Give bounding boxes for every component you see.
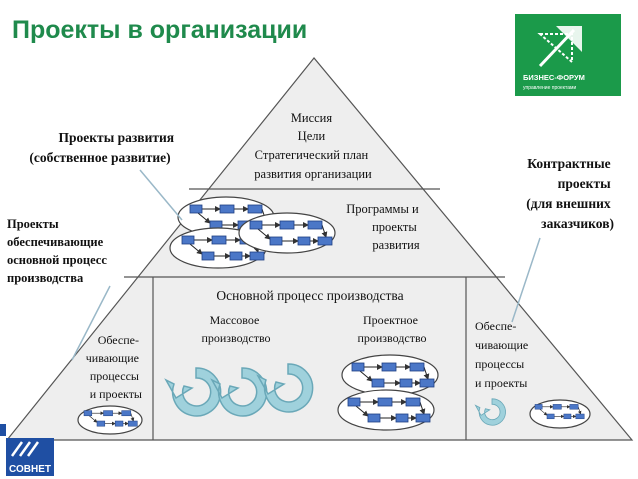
mass-production-line-1: Массовое: [210, 313, 260, 327]
project-network: [341, 354, 439, 396]
right-support-line-2: чивающие: [475, 338, 528, 352]
sovnet-logo: СОВНЕТ: [0, 424, 54, 476]
svg-text:Проектное производство: Проектное производство: [357, 313, 426, 345]
label-development-line-1: Проекты развития: [59, 130, 175, 145]
logo-text: БИЗНЕС-ФОРУМ: [523, 73, 585, 82]
svg-text:Проекты обеспечивающие: Проекты обеспечивающие основной процесс …: [7, 217, 110, 285]
project-network: [238, 212, 336, 254]
pointer-line: [139, 169, 183, 221]
label-contract-line-1: Контрактные: [527, 156, 610, 171]
tier-top-line-3: Стратегический план: [255, 148, 369, 162]
main-process-title: Основной процесс производства: [216, 288, 403, 303]
tier-middle-line-2: проекты: [372, 220, 417, 234]
left-support-line-2: чивающие: [86, 351, 139, 365]
label-support-line-2: обеспечивающие: [7, 235, 104, 249]
label-support-line-4: производства: [7, 271, 84, 285]
project-network: [77, 405, 143, 435]
label-support-line-3: основной процесс: [7, 253, 107, 267]
page-title: Проекты в организации: [12, 16, 307, 44]
development-projects-group: [169, 196, 336, 269]
label-development-line-2: (собственное развитие): [29, 150, 170, 165]
tier-top-line-4: развития организации: [254, 167, 372, 181]
right-support-line-3: процессы: [475, 357, 524, 371]
svg-text:Контрактные проекты (д: Контрактные проекты (для внешних заказчи…: [526, 156, 614, 231]
tier-top-line-2: Цели: [298, 129, 326, 143]
project-network: [337, 389, 435, 431]
left-support-line-1: Обеспе-: [98, 333, 139, 347]
pyramid: [5, 57, 634, 441]
project-network: [529, 399, 591, 429]
svg-text:Программы и проекты ра: Программы и проекты развития: [346, 202, 422, 252]
svg-text:Обеспе- чивающие проце: Обеспе- чивающие процессы и проекты: [475, 319, 531, 390]
left-support-line-3: процессы: [90, 369, 139, 383]
right-support-line-4: и проекты: [475, 376, 527, 390]
tier-top-line-1: Миссия: [291, 111, 333, 125]
mass-production-line-2: производство: [201, 331, 270, 345]
pointer-line: [71, 285, 111, 361]
svg-text:Миссия Цели Стратегиче: Миссия Цели Стратегический план развития…: [254, 111, 372, 181]
sovnet-text: СОВНЕТ: [9, 464, 51, 475]
sovnet-stripes-icon: [10, 441, 40, 457]
label-support-line-1: Проекты: [7, 217, 59, 231]
business-forum-logo: БИЗНЕС-ФОРУМ управление проектами: [515, 14, 621, 96]
project-production-line-1: Проектное: [363, 313, 418, 327]
svg-text:Массовое производство: Массовое производство: [201, 313, 270, 345]
label-contract-line-2: проекты: [558, 176, 611, 191]
svg-text:Обеспе- чивающие проце: Обеспе- чивающие процессы и проекты: [86, 333, 142, 401]
project-production-line-2: производство: [357, 331, 426, 345]
logo-subtext: управление проектами: [523, 85, 576, 91]
tier-middle-line-3: развития: [372, 238, 419, 252]
pointer-line: [511, 237, 541, 323]
grid-arrow-icon: [537, 26, 582, 68]
project-production-group: [337, 354, 439, 431]
left-support-line-4: и проекты: [90, 387, 142, 401]
label-contract-line-4: заказчиков): [541, 216, 614, 231]
label-contract-line-3: (для внешних: [526, 196, 611, 211]
svg-text:Проекты развития (собствен: Проекты развития (собственное развитие): [29, 130, 177, 165]
tier-middle-line-1: Программы и: [346, 202, 419, 216]
right-support-line-1: Обеспе-: [475, 319, 516, 333]
